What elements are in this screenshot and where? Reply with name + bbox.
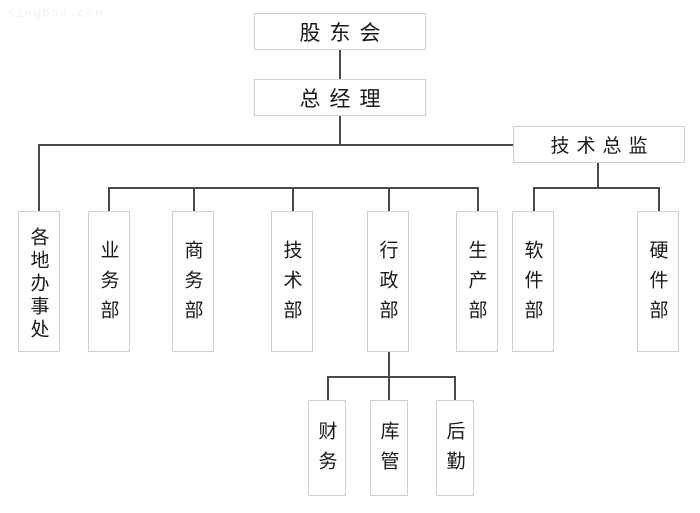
connector-td-to-software <box>533 187 535 211</box>
node-commerce-dept-label: 商务部 <box>181 239 204 330</box>
node-business-dept[interactable]: 业务部 <box>88 211 130 352</box>
connector-admin-to-logistics <box>454 376 456 400</box>
node-technical-director[interactable]: 技术总监 <box>513 126 685 163</box>
connector-td-to-hardware <box>658 187 660 211</box>
connector-dept-to-administration <box>388 187 390 211</box>
connector-gm-main-bar <box>38 144 514 146</box>
node-warehouse[interactable]: 库管 <box>370 400 408 496</box>
node-warehouse-label: 库管 <box>377 421 400 481</box>
node-software-dept[interactable]: 软件部 <box>512 211 554 352</box>
connector-admin-stem <box>388 352 390 377</box>
node-technology-dept[interactable]: 技术部 <box>271 211 313 352</box>
node-business-dept-label: 业务部 <box>97 239 120 330</box>
node-regional-offices-label: 各地办事处 <box>27 227 50 342</box>
node-general-manager[interactable]: 总经理 <box>254 79 426 116</box>
node-finance[interactable]: 财务 <box>308 400 346 496</box>
node-finance-label: 财务 <box>315 421 338 481</box>
node-commerce-dept[interactable]: 商务部 <box>172 211 214 352</box>
node-hardware-dept[interactable]: 硬件部 <box>637 211 679 352</box>
connector-shareholders-to-gm <box>339 50 341 79</box>
node-technical-director-label: 技术总监 <box>550 135 655 157</box>
node-shareholders[interactable]: 股东会 <box>254 13 426 50</box>
node-regional-offices[interactable]: 各地办事处 <box>18 211 60 352</box>
connector-dept-to-commerce <box>193 187 195 211</box>
node-technology-dept-label: 技术部 <box>280 239 303 330</box>
node-shareholders-label: 股东会 <box>299 20 390 45</box>
connector-gm-to-regional-offices <box>38 144 40 211</box>
node-logistics[interactable]: 后勤 <box>436 400 474 496</box>
connector-admin-to-finance <box>327 376 329 400</box>
node-software-dept-label: 软件部 <box>521 239 544 330</box>
node-logistics-label: 后勤 <box>443 421 466 481</box>
watermark-text: singbon.com <box>7 6 105 20</box>
node-hardware-dept-label: 硬件部 <box>646 239 669 330</box>
node-administration-dept[interactable]: 行政部 <box>367 211 409 352</box>
node-production-dept-label: 生产部 <box>465 239 488 330</box>
connector-dept-to-technology <box>292 187 294 211</box>
connector-dept-to-production <box>477 187 479 211</box>
node-production-dept[interactable]: 生产部 <box>456 211 498 352</box>
connector-td-bar <box>533 187 660 189</box>
node-administration-dept-label: 行政部 <box>376 239 399 330</box>
connector-dept-to-business <box>108 187 110 211</box>
connector-admin-to-warehouse <box>388 376 390 400</box>
connector-gm-stem <box>339 116 341 146</box>
connector-td-stem <box>597 163 599 188</box>
connector-admin-bar <box>327 376 455 378</box>
node-general-manager-label: 总经理 <box>299 86 390 111</box>
